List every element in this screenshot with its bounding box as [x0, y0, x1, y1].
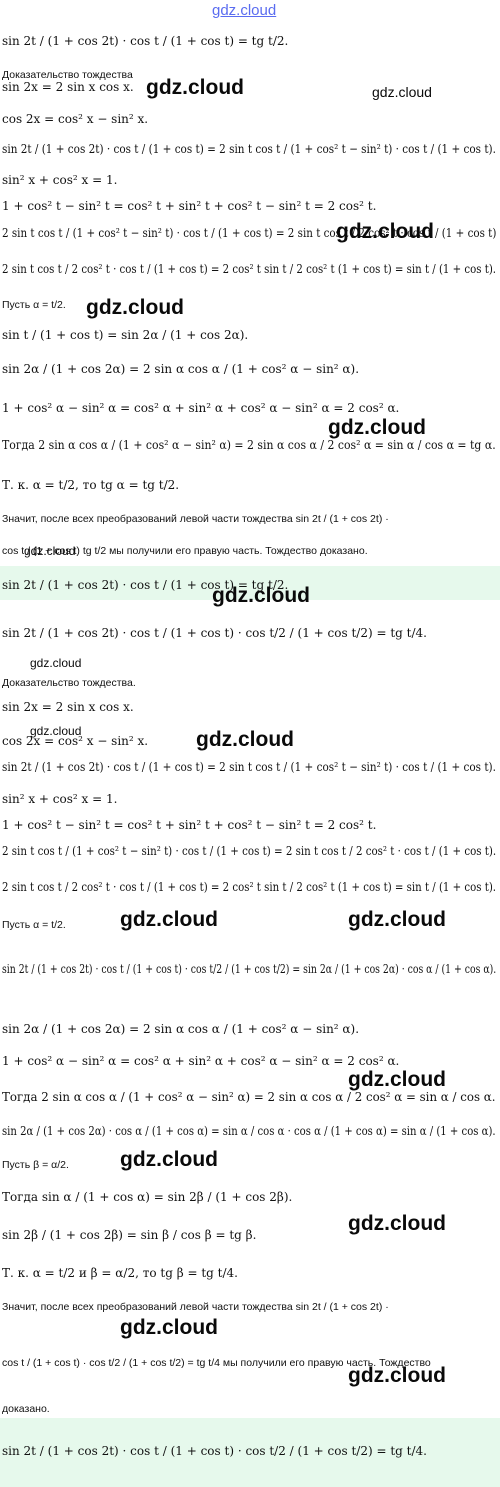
watermark: gdz.cloud [348, 1068, 446, 1091]
result-formula-1: sin 2t / (1 + cos 2t) · cos t / (1 + cos… [2, 578, 289, 592]
proof-heading-1: Доказательство тождества [2, 69, 133, 81]
formula-line: sin t / (1 + cos t) = sin 2α / (1 + cos … [2, 328, 249, 342]
formula-line: 2 sin t cos t / (1 + cos² t − sin² t) · … [2, 844, 497, 858]
result-formula-2: sin 2t / (1 + cos 2t) · cos t / (1 + cos… [2, 1444, 427, 1458]
formula-line: sin 2α / (1 + cos 2α) = 2 sin α cos α / … [2, 362, 360, 376]
formula-line: 1 + cos² α − sin² α = cos² α + sin² α + … [2, 401, 400, 415]
substitution-line: Пусть α = t/2. [2, 919, 66, 931]
watermark: gdz.cloud [30, 724, 82, 738]
conclusion-line: cos t / (1 + cos t) tg t/2 мы получили е… [2, 545, 368, 557]
formula-line: 2 sin t cos t / 2 cos² t · cos t / (1 + … [2, 262, 497, 276]
formula-line: 1 + cos² α − sin² α = cos² α + sin² α + … [2, 1054, 400, 1068]
proof-heading-2: Доказательство тождества. [2, 677, 136, 689]
substitution-line: Пусть α = t/2. [2, 299, 66, 311]
formula-line: sin 2t / (1 + cos 2t) · cos t / (1 + cos… [2, 962, 497, 976]
watermark: gdz.cloud [336, 220, 434, 243]
watermark: gdz.cloud [30, 656, 82, 670]
conclusion-line: Значит, после всех преобразований левой … [2, 513, 389, 525]
watermark: gdz.cloud [120, 908, 218, 931]
formula-line: Тогда 2 sin α cos α / (1 + cos² α − sin²… [2, 1090, 496, 1104]
task-statement-1: sin 2t / (1 + cos 2t) · cos t / (1 + cos… [2, 34, 289, 48]
formula-line: sin 2α / (1 + cos 2α) = 2 sin α cos α / … [2, 1022, 360, 1036]
watermark: gdz.cloud [212, 584, 310, 607]
formula-line: sin 2t / (1 + cos 2t) · cos t / (1 + cos… [2, 760, 496, 774]
watermark: gdz.cloud [24, 544, 76, 558]
formula-line: cos 2x = cos² x − sin² x. [2, 112, 149, 126]
formula-line: sin 2x = 2 sin x cos x. [2, 700, 134, 714]
watermark: gdz.cloud [146, 76, 244, 99]
watermark: gdz.cloud [348, 908, 446, 931]
conclusion-line: cos t / (1 + cos t) · cos t/2 / (1 + cos… [2, 1357, 431, 1369]
formula-line: sin 2β / (1 + cos 2β) = sin β / cos β = … [2, 1228, 257, 1242]
watermark: gdz.cloud [86, 296, 184, 319]
formula-line: sin² x + cos² x = 1. [2, 173, 118, 187]
watermark: gdz.cloud [348, 1212, 446, 1235]
formula-line: Т. к. α = t/2, то tg α = tg t/2. [2, 478, 180, 492]
formula-line: 1 + cos² t − sin² t = cos² t + sin² t + … [2, 199, 377, 213]
formula-line: sin 2α / (1 + cos 2α) · cos α / (1 + cos… [2, 1124, 496, 1138]
formula-line: sin² x + cos² x = 1. [2, 792, 118, 806]
task-statement-2: sin 2t / (1 + cos 2t) · cos t / (1 + cos… [2, 626, 427, 640]
formula-line: Тогда 2 sin α cos α / (1 + cos² α − sin²… [2, 438, 496, 452]
result-highlight-2 [0, 1418, 500, 1487]
conclusion-line: Значит, после всех преобразований левой … [2, 1301, 389, 1313]
result-highlight-1 [0, 566, 500, 600]
watermark: gdz.cloud [212, 2, 277, 19]
formula-line: sin 2x = 2 sin x cos x. [2, 80, 134, 94]
formula-line: Тогда sin α / (1 + cos α) = sin 2β / (1 … [2, 1190, 293, 1204]
substitution-line: Пусть β = α/2. [2, 1159, 69, 1171]
formula-line: Т. к. α = t/2 и β = α/2, то tg β = tg t/… [2, 1266, 238, 1280]
watermark: gdz.cloud [328, 416, 426, 439]
watermark: gdz.cloud [348, 1364, 446, 1387]
watermark: gdz.cloud [120, 1316, 218, 1339]
formula-line: sin 2t / (1 + cos 2t) · cos t / (1 + cos… [2, 142, 496, 156]
formula-line: 2 sin t cos t / 2 cos² t · cos t / (1 + … [2, 880, 497, 894]
watermark: gdz.cloud [120, 1148, 218, 1171]
formula-line: 2 sin t cos t / (1 + cos² t − sin² t) · … [2, 226, 497, 240]
watermark: gdz.cloud [196, 728, 294, 751]
watermark: gdz.cloud [372, 84, 432, 100]
formula-line: cos 2x = cos² x − sin² x. [2, 734, 149, 748]
conclusion-line: доказано. [2, 1403, 50, 1415]
formula-line: 1 + cos² t − sin² t = cos² t + sin² t + … [2, 818, 377, 832]
